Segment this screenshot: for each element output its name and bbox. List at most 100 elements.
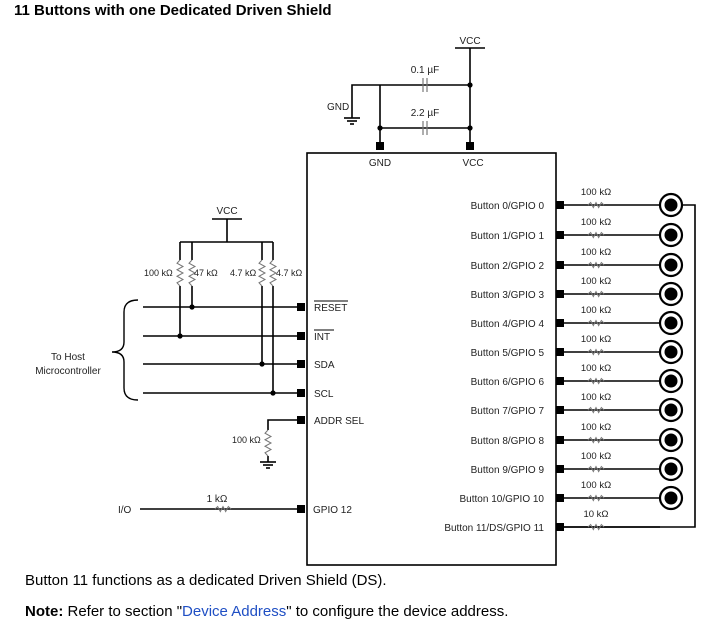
pin-left-label-0: RESET <box>314 303 347 314</box>
pin-left-label-1: INT <box>314 332 330 343</box>
pin-right-label-6: Button 6/GPIO 6 <box>471 377 545 388</box>
host-brace <box>111 299 139 401</box>
pin-pad <box>297 303 305 311</box>
pin-left-label-5: GPIO 12 <box>313 505 352 516</box>
pin-pad <box>556 290 564 298</box>
pin-pad <box>556 231 564 239</box>
resistor-symbol <box>587 261 605 269</box>
button-resistor-label-7: 100 kΩ <box>581 392 611 403</box>
pin-pad <box>556 377 564 385</box>
button-resistor-label-9: 100 kΩ <box>581 451 611 462</box>
button-resistor-label-11: 10 kΩ <box>583 509 608 520</box>
junction-dot <box>259 361 265 367</box>
button-resistor-label-6: 100 kΩ <box>581 363 611 374</box>
button-resistor-label-5: 100 kΩ <box>581 334 611 345</box>
button-pad-inner <box>664 198 678 212</box>
vcc-label: VCC <box>459 36 480 47</box>
pin-pad <box>556 436 564 444</box>
junction-dot <box>189 304 195 310</box>
junction-dot <box>467 125 473 131</box>
button-pad-inner <box>664 287 678 301</box>
cap1-label: 0.1 µF <box>411 65 440 76</box>
pin-right-label-4: Button 4/GPIO 4 <box>471 319 545 330</box>
ic-body <box>306 152 557 566</box>
pin-right-label-10: Button 10/GPIO 10 <box>460 494 545 505</box>
pin-right-label-1: Button 1/GPIO 1 <box>471 231 545 242</box>
resistor-symbol <box>587 319 605 327</box>
resistor-symbol <box>587 406 605 414</box>
button-pad-inner <box>664 374 678 388</box>
note: Note: Refer to section "Device Address" … <box>25 603 508 620</box>
note-text-after: " to configure the device address. <box>286 603 509 620</box>
pin-pad <box>556 465 564 473</box>
resistor-symbol <box>587 377 605 385</box>
pin-right-label-11: Button 11/DS/GPIO 11 <box>444 523 544 534</box>
pullup-label-3: 4.7 kΩ <box>276 268 303 278</box>
resistor-symbol <box>268 259 278 287</box>
button-pad-inner <box>664 345 678 359</box>
diagram-title: 11 Buttons with one Dedicated Driven Shi… <box>14 2 332 19</box>
resistor-symbol <box>214 505 232 513</box>
pin-pad <box>556 201 564 209</box>
pin-pad <box>297 332 305 340</box>
pin-pad <box>556 406 564 414</box>
cap2-label: 2.2 µF <box>411 108 440 119</box>
pin-right-label-5: Button 5/GPIO 5 <box>471 348 545 359</box>
pullup-label-2: 4.7 kΩ <box>230 268 257 278</box>
pin-pad <box>556 494 564 502</box>
button-resistor-label-4: 100 kΩ <box>581 305 611 316</box>
button-pad-inner <box>664 403 678 417</box>
button-resistor-label-3: 100 kΩ <box>581 276 611 287</box>
button-resistor-label-8: 100 kΩ <box>581 422 611 433</box>
host-label-0: To Host <box>51 352 85 363</box>
resistor-symbol <box>257 259 267 287</box>
pin-pad <box>466 142 474 150</box>
button-pad-inner <box>664 316 678 330</box>
caption: Button 11 functions as a dedicated Drive… <box>25 572 387 589</box>
resistor-symbol <box>587 494 605 502</box>
resistor-symbol <box>175 259 185 287</box>
gnd-label: GND <box>327 102 349 113</box>
junction-dot <box>467 82 473 88</box>
resistor-symbol <box>587 523 605 531</box>
pin-vcc-label: VCC <box>462 158 483 169</box>
pullup-label-0: 100 kΩ <box>144 268 173 278</box>
resistor-symbol <box>587 348 605 356</box>
pin-pad <box>376 142 384 150</box>
pin-pad <box>556 523 564 531</box>
pin-gnd-label: GND <box>369 158 391 169</box>
button-pad-inner <box>664 228 678 242</box>
button-pad-inner <box>664 433 678 447</box>
resistor-symbol <box>587 465 605 473</box>
pin-pad <box>556 261 564 269</box>
pin-right-label-2: Button 2/GPIO 2 <box>471 261 545 272</box>
pin-pad <box>297 416 305 424</box>
host-label-1: Microcontroller <box>35 366 101 377</box>
resistor-symbol <box>187 259 197 287</box>
addr-resistor-label: 100 kΩ <box>232 435 261 445</box>
pin-right-label-8: Button 8/GPIO 8 <box>471 436 545 447</box>
pin-right-label-7: Button 7/GPIO 7 <box>471 406 545 417</box>
pin-right-label-0: Button 0/GPIO 0 <box>471 201 545 212</box>
pin-pad <box>556 348 564 356</box>
button-pad-inner <box>664 258 678 272</box>
junction-dot <box>270 390 276 396</box>
resistor-symbol <box>263 429 273 457</box>
pin-left-label-3: SCL <box>314 389 334 400</box>
gnd-wire <box>351 84 380 118</box>
device-address-link[interactable]: Device Address <box>182 603 287 620</box>
resistor-symbol <box>587 290 605 298</box>
button-pad-inner <box>664 462 678 476</box>
junction-dot <box>177 333 183 339</box>
pin-right-label-3: Button 3/GPIO 3 <box>471 290 545 301</box>
resistor-symbol <box>587 436 605 444</box>
button-resistor-label-0: 100 kΩ <box>581 187 611 198</box>
pin-pad <box>297 360 305 368</box>
io-resistor-label: 1 kΩ <box>207 494 228 505</box>
pin-pad <box>556 319 564 327</box>
pullup-label-1: 47 kΩ <box>194 268 218 278</box>
button-resistor-label-10: 100 kΩ <box>581 480 611 491</box>
pin-pad <box>297 505 305 513</box>
button-resistor-label-2: 100 kΩ <box>581 247 611 258</box>
pin-right-label-9: Button 9/GPIO 9 <box>471 465 545 476</box>
